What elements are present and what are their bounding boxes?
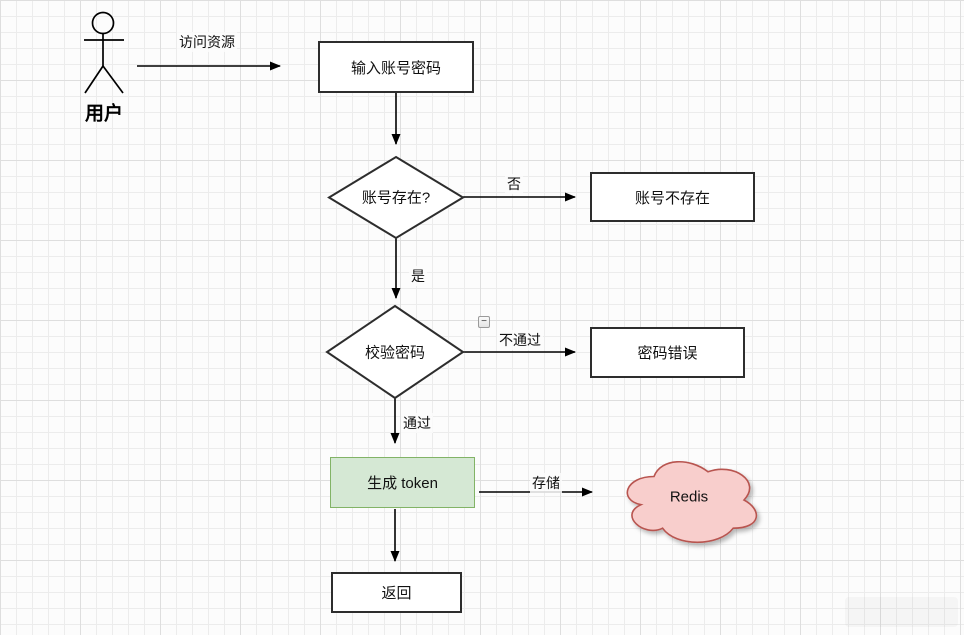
decision-account-exists	[327, 155, 465, 240]
edge-label-fail: 不通过	[497, 330, 543, 350]
edge-label-access-resource: 访问资源	[177, 32, 237, 52]
node-generate-token: 生成 token	[330, 457, 475, 508]
collapse-icon[interactable]: −	[478, 316, 490, 328]
edge-label-store: 存储	[530, 473, 562, 493]
cloud-shape	[626, 460, 758, 544]
node-input-credentials: 输入账号密码	[318, 41, 474, 93]
node-return: 返回	[331, 572, 462, 613]
actor-figure	[84, 11, 124, 94]
watermark	[845, 597, 958, 627]
decision-verify-password	[325, 304, 465, 400]
node-redis-label: Redis	[669, 488, 709, 506]
edge-label-no: 否	[505, 174, 523, 194]
edge-label-pass: 通过	[401, 413, 433, 433]
decision-account-exists-label: 账号存在?	[361, 189, 431, 207]
actor-label: 用户	[84, 103, 124, 125]
edge-label-yes: 是	[409, 266, 427, 286]
node-account-not-exist: 账号不存在	[590, 172, 755, 222]
node-password-error: 密码错误	[590, 327, 745, 378]
decision-verify-password-label: 校验密码	[364, 344, 426, 362]
